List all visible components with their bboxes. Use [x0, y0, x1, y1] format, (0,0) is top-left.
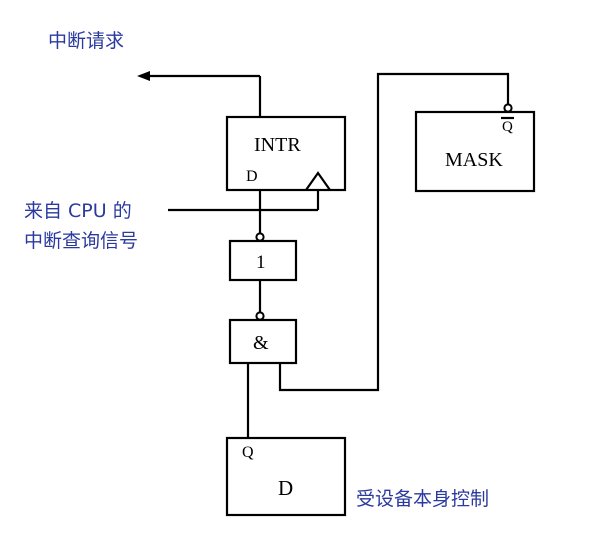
- and-gate-symbol: &: [253, 332, 269, 354]
- mask-feedback-wire: [278, 72, 510, 392]
- intr-label: INTR: [254, 134, 301, 156]
- cpu-query-label-line2: 中断查询信号: [24, 230, 138, 252]
- not-gate: [228, 239, 298, 282]
- mask-inverter-bubble: [503, 103, 513, 113]
- dff-q-pin-label: Q: [242, 444, 254, 461]
- and-gate: [228, 318, 298, 365]
- clock-edge-symbol: [305, 171, 331, 191]
- and-input-bubble: [255, 311, 265, 321]
- not-input-bubble: [255, 232, 265, 242]
- device-control-label: 受设备本身控制: [356, 488, 489, 510]
- mask-block: [414, 110, 536, 193]
- d-flipflop-block: [225, 436, 347, 517]
- interrupt-request-label: 中断请求: [48, 30, 124, 52]
- not-gate-symbol: 1: [256, 252, 266, 273]
- dff-label: D: [278, 476, 293, 500]
- intr-d-pin-label: D: [246, 168, 258, 185]
- intr-block: [225, 115, 347, 192]
- mask-qbar-pin-label: Q: [502, 119, 513, 135]
- cpu-query-label-line1: 来自 CPU 的: [24, 200, 132, 222]
- mask-label: MASK: [445, 149, 503, 171]
- interrupt-request-arrow: [137, 71, 150, 81]
